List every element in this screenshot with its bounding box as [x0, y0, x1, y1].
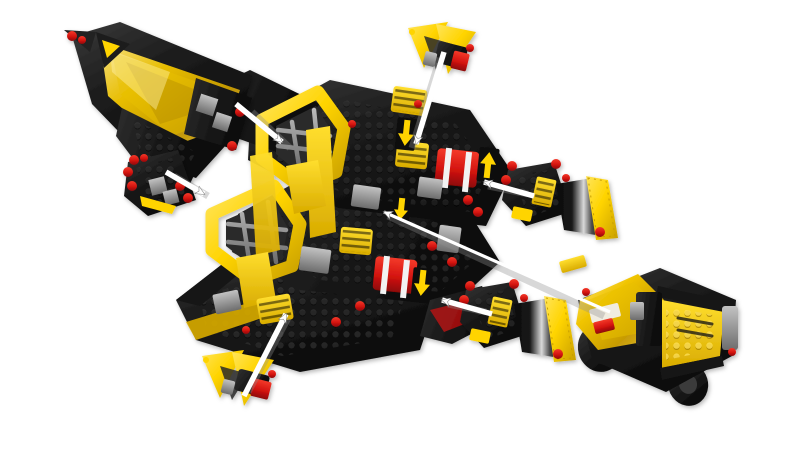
hull-grey-block-a [350, 184, 382, 210]
hull-red-connectors [242, 100, 483, 334]
hull-skirt-left [236, 252, 276, 308]
hull-arrow-tile-down-2 [410, 267, 434, 301]
hull-power-core-lower [372, 255, 418, 299]
hull-grey-block-c [416, 176, 444, 200]
hull-arrow-tile-down-1 [394, 117, 418, 151]
hull-grey-block-b [298, 246, 332, 274]
arrow-engine-upper [484, 179, 535, 199]
rover-bumper [722, 306, 738, 350]
arrow-rover [384, 210, 611, 314]
hull-grey-block-d [436, 224, 462, 254]
engine-upper-module [501, 159, 618, 240]
hull-vent-panel-c [339, 226, 373, 256]
arrow-side-pod [164, 169, 206, 197]
hull-yellow-strut-2 [250, 152, 280, 256]
main-hull [176, 70, 512, 372]
hull-skirt-upper [286, 160, 326, 214]
engine-lower-module [459, 279, 576, 362]
arrow-rover-shadow [386, 212, 606, 320]
hull-arrow-tile-up [476, 147, 500, 183]
hull-vent-panel-a [390, 86, 428, 116]
rover-module [559, 255, 738, 406]
rover-accessory-tile [559, 255, 587, 273]
assembly-arrows [164, 51, 611, 398]
side-pod-left-module [123, 150, 196, 216]
arrow-engine-lower [442, 297, 493, 317]
hull-grey-block-e [212, 289, 242, 315]
arrow-fin-bottom [241, 314, 289, 398]
arrow-nose [234, 101, 284, 145]
hull-power-core-upper [434, 147, 480, 193]
fin-top-module [408, 22, 476, 74]
arrow-fin-top [413, 51, 447, 144]
